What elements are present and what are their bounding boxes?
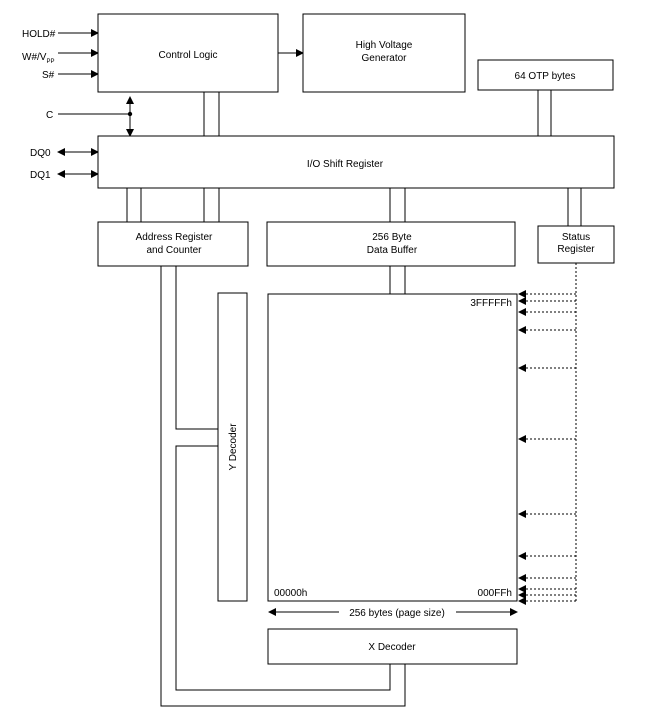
hv-generator-block xyxy=(302,13,466,93)
hold-label: HOLD# xyxy=(22,29,56,40)
dq0-label: DQ0 xyxy=(30,148,51,159)
io-shift-register-block xyxy=(97,135,615,189)
end-address-label: 000FFh xyxy=(478,588,512,599)
x-decoder-block xyxy=(267,628,518,665)
data-buffer-label-1: 256 Byte xyxy=(372,232,412,243)
status-register-block xyxy=(537,225,615,264)
control-logic-label: Control Logic xyxy=(159,50,218,61)
y-decoder-block xyxy=(217,292,248,602)
wvpp-label: W#/VPP xyxy=(22,52,54,65)
otp-label: 64 OTP bytes xyxy=(515,71,576,82)
control-logic-block xyxy=(97,13,279,93)
address-register-block xyxy=(97,221,249,267)
y-decoder-label: Y Decoder xyxy=(228,423,239,471)
hv-generator-label-2: Generator xyxy=(361,53,407,64)
start-address-label: 00000h xyxy=(274,588,307,599)
dq1-label: DQ1 xyxy=(30,170,51,181)
top-address-label: 3FFFFFh xyxy=(470,298,512,309)
address-decoder-wiring xyxy=(160,266,406,707)
status-register-label-2: Register xyxy=(557,244,595,255)
address-register-label-1: Address Register xyxy=(136,232,213,243)
address-register-label-2: and Counter xyxy=(146,245,202,256)
status-dotted-lines xyxy=(518,263,577,605)
x-decoder-label: X Decoder xyxy=(368,642,416,653)
s-label: S# xyxy=(42,70,55,81)
hv-generator-label-1: High Voltage xyxy=(356,40,413,51)
input-signals: HOLD# W#/VPP S# C DQ0 DQ1 xyxy=(22,29,134,181)
io-shift-register-label: I/O Shift Register xyxy=(307,159,384,170)
c-label: C xyxy=(46,110,53,121)
data-buffer-label-2: Data Buffer xyxy=(367,245,418,256)
otp-block xyxy=(477,59,614,91)
memory-array xyxy=(267,293,518,602)
data-buffer-block xyxy=(266,221,516,267)
status-register-label-1: Status xyxy=(562,232,590,243)
page-size-label: 256 bytes (page size) xyxy=(349,608,445,619)
